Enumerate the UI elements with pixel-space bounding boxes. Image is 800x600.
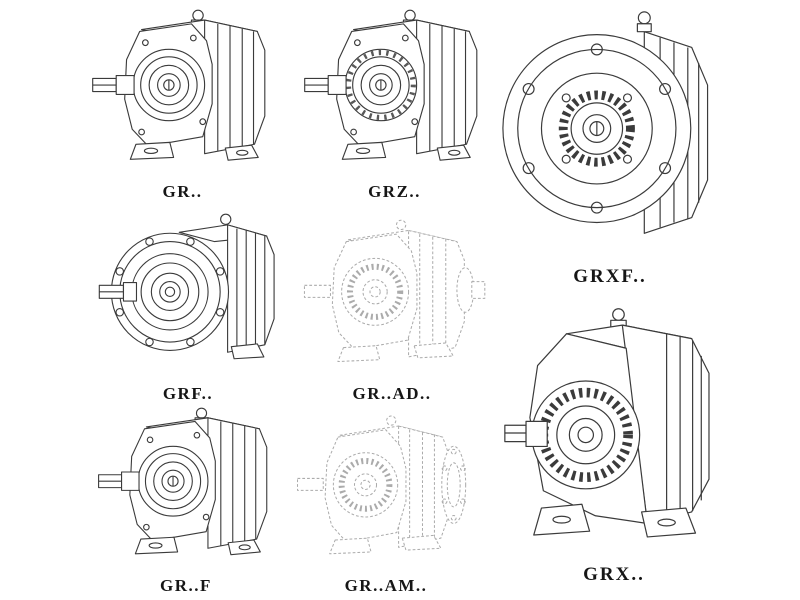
- model-label-gr: GR..: [162, 182, 203, 201]
- model-label-grxf: GRXF..: [573, 266, 647, 287]
- grf-flange-gearbox-drawing: [90, 210, 285, 382]
- grx-large-gearbox-drawing: [501, 302, 727, 562]
- model-label-gr-f: GR..F: [160, 576, 212, 595]
- model-cell-grx: GRX..: [494, 302, 734, 586]
- model-label-gr-am: GR..AM..: [344, 576, 428, 595]
- model-label-grz: GRZ..: [368, 182, 421, 201]
- model-cell-gr: GR..: [80, 6, 285, 202]
- model-cell-grxf: GRXF..: [492, 2, 728, 288]
- grz-gearbox-drawing: [300, 6, 488, 180]
- model-cell-gr-am: GR..AM..: [288, 404, 484, 596]
- gr-ad-adapter-gearbox-drawing: [297, 210, 488, 382]
- model-cell-grz: GRZ..: [292, 6, 497, 202]
- gr-am-motor-flange-gearbox-drawing: [292, 404, 480, 574]
- model-label-gr-ad: GR..AD..: [352, 384, 432, 403]
- model-cell-gr-f: GR..F: [86, 404, 286, 596]
- grxf-flange-gearbox-drawing: [496, 2, 723, 264]
- model-cell-grf: GRF..: [82, 210, 294, 404]
- model-label-grf: GRF..: [162, 384, 214, 403]
- gr-foot-gearbox-drawing: [88, 6, 276, 180]
- model-label-grx: GRX..: [583, 564, 645, 585]
- model-cell-gr-ad: GR..AD..: [288, 210, 496, 404]
- gr-f-foot-gearbox-drawing: [94, 404, 278, 574]
